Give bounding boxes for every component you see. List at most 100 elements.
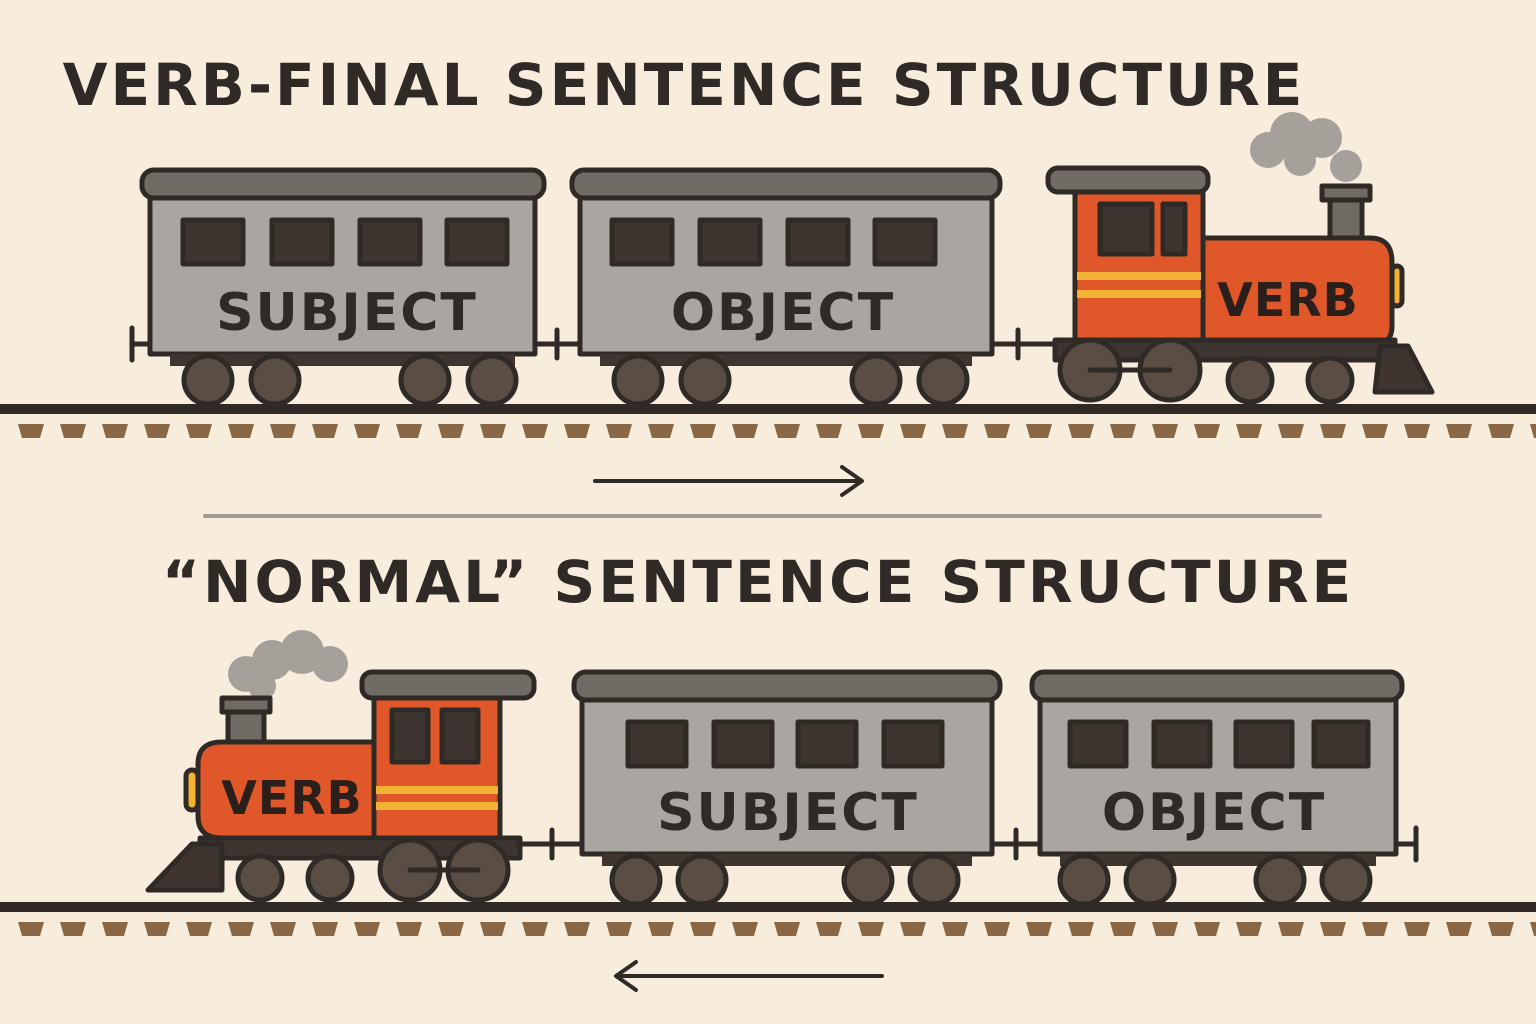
track-tie	[984, 424, 1010, 438]
rail	[0, 902, 1536, 912]
top-track	[0, 404, 1536, 438]
wheel	[1253, 853, 1307, 907]
track-tie	[1068, 424, 1094, 438]
track-tie	[774, 424, 800, 438]
window	[1067, 719, 1129, 769]
track-tie	[942, 424, 968, 438]
wheel	[305, 853, 355, 903]
track-tie	[942, 922, 968, 936]
bottom-car-object: OBJECT	[1029, 669, 1419, 907]
engine-label-verb: VERB	[1217, 273, 1359, 327]
wheel	[678, 353, 732, 407]
track-tie	[312, 424, 338, 438]
car-wheels	[181, 353, 519, 407]
track-tie	[816, 922, 842, 936]
stripe	[1077, 290, 1201, 298]
track-tie	[1530, 922, 1536, 936]
window	[1151, 719, 1213, 769]
wheel	[1305, 355, 1355, 405]
top-engine: VERB	[1045, 112, 1435, 405]
car-roof	[139, 167, 547, 201]
wheel	[611, 353, 665, 407]
track-tie	[606, 922, 632, 936]
arrow-left-icon	[614, 960, 884, 992]
window	[697, 217, 763, 267]
track-tie	[1362, 922, 1388, 936]
engine-wheels	[235, 837, 511, 903]
wheel	[907, 853, 961, 907]
track-tie	[1068, 922, 1094, 936]
window	[357, 217, 423, 267]
track-tie	[1446, 922, 1472, 936]
track-tie	[144, 424, 170, 438]
rail	[0, 404, 1536, 414]
track-tie	[270, 424, 296, 438]
window	[785, 217, 851, 267]
cab-window	[389, 707, 431, 765]
track-tie	[186, 922, 212, 936]
track-tie	[606, 424, 632, 438]
track-tie	[774, 922, 800, 936]
wheel	[1225, 355, 1275, 405]
track-tie	[1026, 922, 1052, 936]
track-tie	[690, 424, 716, 438]
headlamp	[183, 767, 201, 813]
track-tie	[522, 922, 548, 936]
stripe	[1077, 272, 1201, 280]
track-tie	[186, 424, 212, 438]
title-normal: “NORMAL” SENTENCE STRUCTURE	[161, 548, 1355, 616]
smokestack-cap	[219, 695, 273, 715]
track-tie	[396, 922, 422, 936]
wheel	[609, 853, 663, 907]
track-tie	[1278, 922, 1304, 936]
cab-roof	[1045, 165, 1211, 195]
car-windows	[1067, 719, 1371, 769]
top-car-subject: SUBJECT	[129, 167, 547, 407]
window	[872, 217, 938, 267]
track-tie	[102, 424, 128, 438]
track-tie	[1362, 424, 1388, 438]
car-windows	[180, 217, 510, 267]
track-tie	[1026, 424, 1052, 438]
stripe	[376, 786, 498, 794]
track-ties	[18, 922, 1536, 936]
track-tie	[1446, 424, 1472, 438]
track-tie	[312, 922, 338, 936]
cab-window	[1160, 201, 1188, 257]
window	[609, 217, 675, 267]
headlamp	[1389, 263, 1405, 309]
cab-window	[439, 707, 481, 765]
car-body	[577, 185, 995, 357]
cab-window	[1097, 201, 1155, 257]
track-tie	[1194, 424, 1220, 438]
track-tie	[480, 424, 506, 438]
track-tie	[900, 922, 926, 936]
wheel	[1319, 853, 1373, 907]
track-tie	[354, 424, 380, 438]
car-roof	[569, 167, 1003, 201]
car-label-subject: SUBJECT	[216, 283, 478, 343]
arrow-right-icon	[593, 465, 864, 497]
track-tie	[1488, 922, 1514, 936]
wheel	[675, 853, 729, 907]
car-roof	[571, 669, 1003, 703]
wheel	[1057, 853, 1111, 907]
track-tie	[270, 922, 296, 936]
wheel	[465, 353, 519, 407]
track-tie	[1152, 424, 1178, 438]
track-tie	[1236, 424, 1262, 438]
arrow-head	[840, 465, 864, 497]
wheel	[1123, 853, 1177, 907]
track-tie	[1278, 424, 1304, 438]
track-tie	[732, 424, 758, 438]
title-verb-final: VERB-FINAL SENTENCE STRUCTURE	[62, 51, 1306, 119]
engine-wheels	[1057, 337, 1355, 405]
wheel	[841, 853, 895, 907]
smoke-icon	[1250, 112, 1362, 182]
track-tie	[102, 922, 128, 936]
car-label-object: OBJECT	[1102, 783, 1326, 843]
track-tie	[228, 424, 254, 438]
track-tie	[1110, 424, 1136, 438]
smoke-puff	[1302, 118, 1342, 158]
